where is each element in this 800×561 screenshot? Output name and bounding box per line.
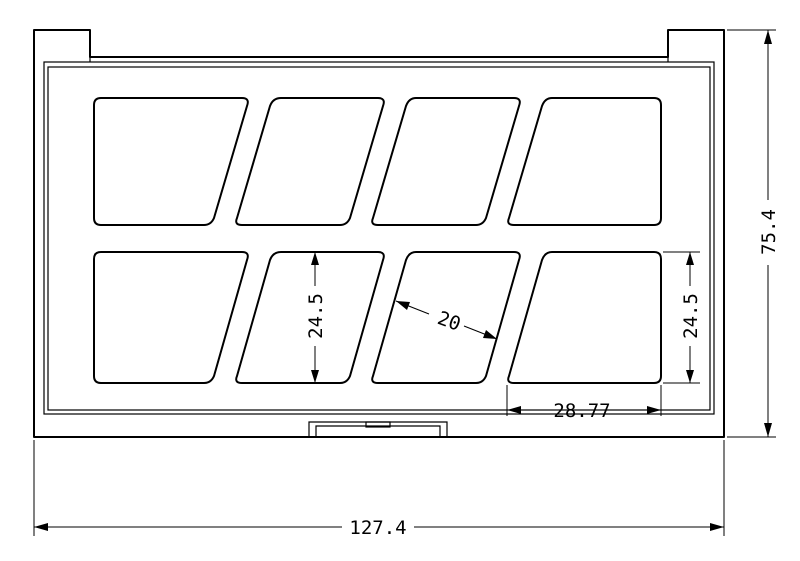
dimension-overall-width: 127.4 bbox=[33, 440, 725, 539]
cell-bottom-3 bbox=[371, 251, 521, 384]
overall-width-label: 127.4 bbox=[349, 517, 406, 539]
bottom-clip-inner bbox=[315, 425, 441, 437]
outer-frame bbox=[33, 29, 725, 438]
cell-top-3 bbox=[371, 97, 521, 226]
cell-width-label: 28.77 bbox=[553, 400, 610, 422]
dimension-overall-height: 75.4 bbox=[727, 29, 780, 438]
inner-rim-inner bbox=[47, 66, 711, 411]
overall-height-label: 75.4 bbox=[758, 209, 780, 255]
cell-top-2 bbox=[235, 97, 385, 226]
cell-bottom-2 bbox=[235, 251, 385, 384]
cell-bottom-4 bbox=[507, 251, 662, 384]
cell-gap-label: 20 bbox=[435, 307, 464, 336]
dimension-cell-height-left: 24.5 bbox=[305, 252, 327, 383]
bottom-clip bbox=[308, 421, 448, 437]
dimension-cell-height-right: 24.5 bbox=[663, 251, 702, 384]
cell-height-left-label: 24.5 bbox=[305, 293, 327, 339]
cell-bottom-1 bbox=[93, 251, 249, 384]
bottom-clip-latch bbox=[365, 421, 391, 428]
cell-top-4 bbox=[507, 97, 662, 226]
dimension-cell-gap: 20 bbox=[395, 300, 498, 340]
inner-rim-outer bbox=[43, 61, 715, 415]
cell-top-1 bbox=[93, 97, 249, 226]
dimension-cell-width: 28.77 bbox=[506, 385, 662, 422]
cell-height-right-label: 24.5 bbox=[680, 293, 702, 339]
